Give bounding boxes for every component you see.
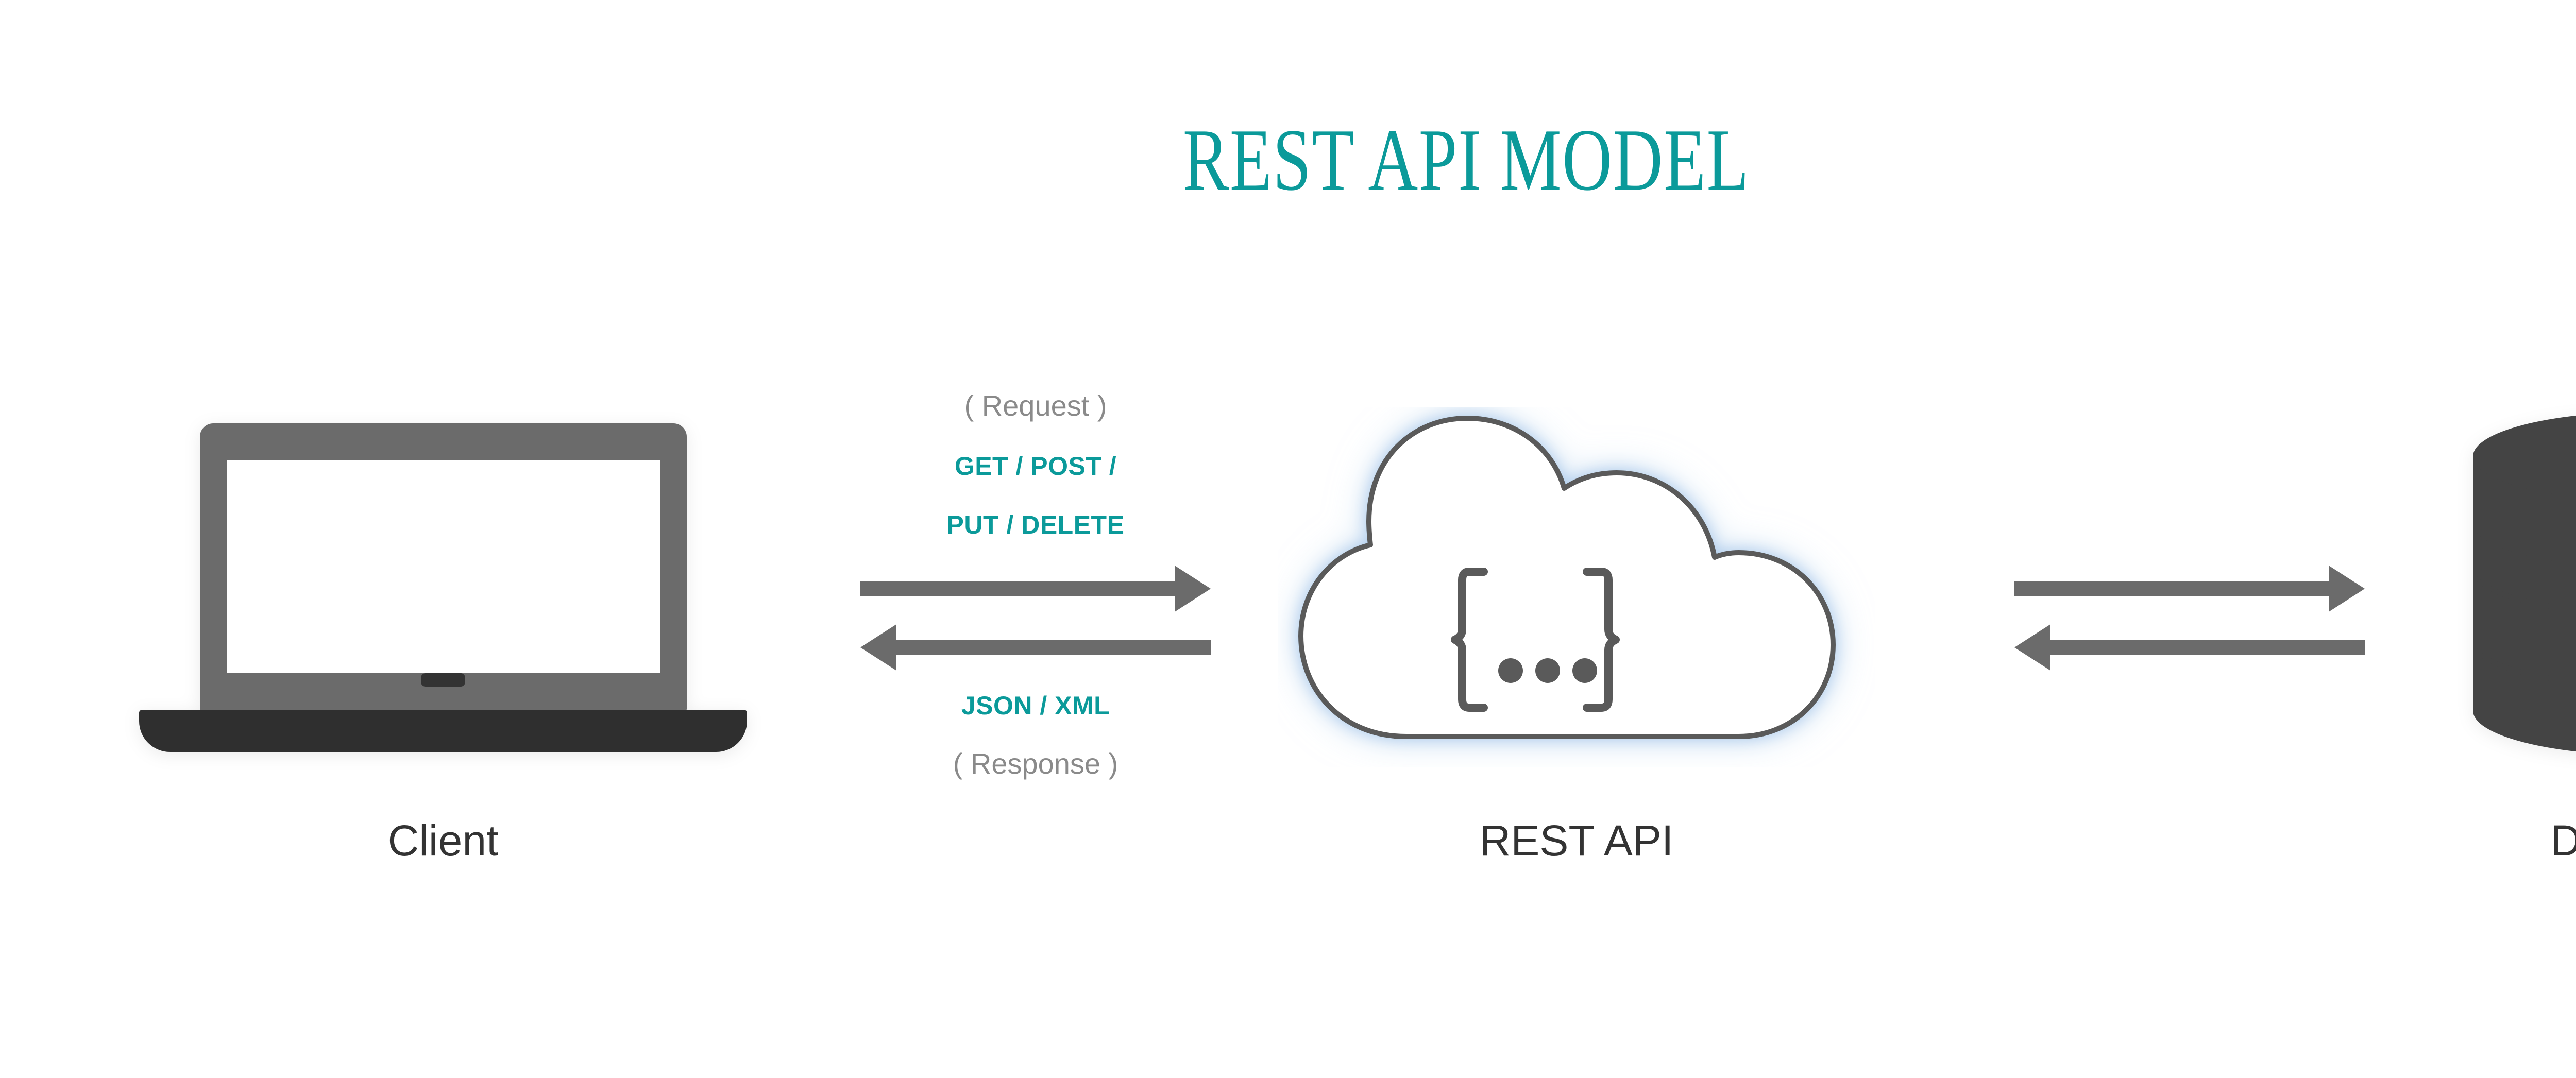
- node-label-client: Client: [387, 816, 499, 865]
- flow-label-json-xml: JSON / XML: [961, 691, 1110, 720]
- node-database[interactable]: [2468, 402, 2576, 773]
- page-title: REST API MODEL: [1182, 111, 1750, 209]
- laptop-lid: [200, 423, 687, 712]
- arrow-right-request-icon: [860, 566, 1211, 612]
- node-label-rest-api: REST API: [1479, 816, 1674, 865]
- node-label-database: Database: [2550, 816, 2576, 865]
- flow-label-request: ( Request ): [964, 389, 1107, 422]
- flow-label-methods-line1: GET / POST /: [954, 452, 1117, 481]
- laptop-icon: [139, 412, 747, 762]
- cloud-icon: [1278, 407, 1875, 767]
- laptop-base: [139, 710, 747, 752]
- arrow-group-client-api: [845, 556, 1226, 675]
- node-rest-api[interactable]: [1278, 407, 1875, 767]
- database-cylinder-icon: [2468, 402, 2576, 773]
- cloud-shape: [1298, 416, 1836, 739]
- arrow-right-query-icon: [2014, 566, 2365, 612]
- flow-label-methods-line2: PUT / DELETE: [946, 510, 1125, 539]
- brace-open-icon: [1451, 568, 1488, 712]
- arrow-left-result-icon: [2014, 624, 2365, 671]
- flow-label-response: ( Response ): [953, 747, 1118, 780]
- brace-close-icon: [1583, 568, 1620, 712]
- laptop-trackpad-notch: [421, 673, 465, 687]
- ellipsis-dots-icon: [1498, 658, 1597, 683]
- node-client[interactable]: [139, 412, 747, 762]
- laptop-screen: [227, 460, 660, 673]
- arrow-group-api-database: [1999, 556, 2380, 675]
- arrow-left-response-icon: [860, 624, 1211, 671]
